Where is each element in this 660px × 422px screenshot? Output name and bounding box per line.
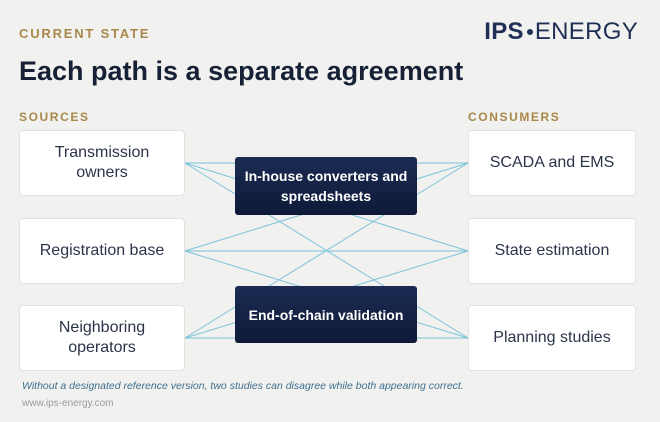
page-title: Each path is a separate agreement (19, 56, 464, 86)
source-box-1: Transmission owners (19, 130, 185, 196)
consumer-box-3: Planning studies (468, 305, 636, 371)
link-s3-c1 (184, 162, 469, 339)
logo-dot-icon (526, 29, 533, 35)
sources-label: SOURCES (19, 110, 90, 124)
logo-text-right: ENERGY (534, 18, 638, 45)
logo-text-left: IPS (484, 18, 524, 45)
middle-box-converters: In-house converters and spreadsheets (235, 157, 417, 215)
consumer-box-1: SCADA and EMS (468, 130, 636, 196)
company-logo: IPS ENERGY (484, 18, 638, 46)
consumers-label: CONSUMERS (468, 110, 561, 124)
website-url: www.ips-energy.com (22, 398, 114, 409)
middle-box-validation: End-of-chain validation (235, 286, 417, 343)
source-box-2: Registration base (19, 218, 185, 284)
footnote: Without a designated reference version, … (22, 380, 464, 392)
consumer-box-2: State estimation (468, 218, 636, 284)
eyebrow-label: CURRENT STATE (19, 26, 151, 41)
source-box-3: Neighboring operators (19, 305, 185, 371)
